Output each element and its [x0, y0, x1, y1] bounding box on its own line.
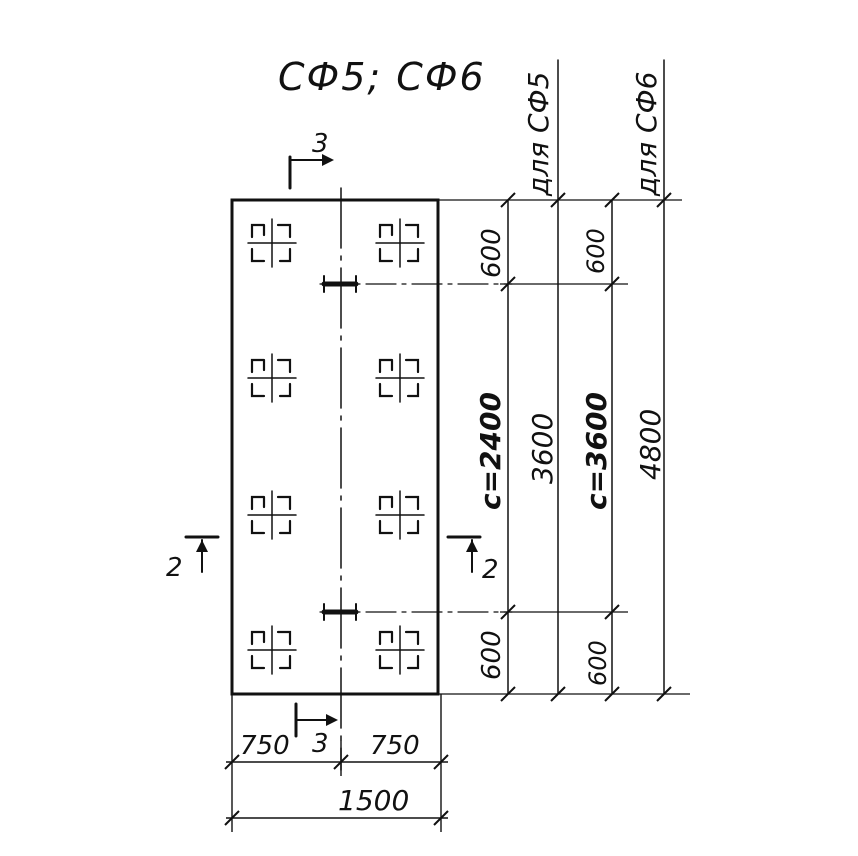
section-marker-3-bottom: 3	[294, 702, 338, 759]
dim-4800: 4800	[634, 409, 667, 480]
svg-text:2: 2	[482, 555, 499, 585]
drawing-title: СФ5; СФ6	[278, 55, 486, 99]
svg-text:3: 3	[312, 729, 329, 759]
anchor-r2-right	[374, 352, 426, 404]
anchor-r4-right	[374, 624, 426, 676]
col-label-sf5: для СФ5	[522, 72, 555, 197]
dim-c3600: c=3600	[580, 392, 613, 510]
dim-1500: 1500	[338, 784, 409, 817]
anchor-r4-left	[246, 624, 298, 676]
dim-top-600-a: 600	[477, 228, 507, 278]
dim-c2400: c=2400	[474, 392, 507, 510]
dim-top-600-b: 600	[582, 228, 610, 274]
svg-text:3: 3	[312, 129, 329, 159]
dim-3600: 3600	[526, 413, 559, 484]
dim-bottom-600-a: 600	[477, 630, 507, 680]
anchor-r3-right	[374, 489, 426, 541]
anchor-r3-left	[246, 489, 298, 541]
anchor-r1-right	[374, 217, 426, 269]
dimension-chain-sf6	[604, 59, 672, 702]
section-marker-2-left: 2	[166, 535, 220, 583]
dim-bottom-600-b: 600	[584, 640, 612, 686]
embedded-part-top	[321, 275, 359, 293]
dimension-chain-sf5	[500, 59, 566, 702]
section-marker-3-top: 3	[288, 129, 334, 190]
col-label-sf6: для СФ6	[630, 72, 663, 197]
anchor-r1-left	[246, 217, 298, 269]
section-marker-2-right: 2	[446, 535, 499, 585]
plate-outline	[230, 198, 440, 696]
dim-750-right: 750	[370, 731, 420, 761]
bottom-dimension-lines	[224, 694, 449, 832]
embedded-part-bottom	[321, 603, 359, 621]
dimension-extensions	[438, 199, 690, 695]
svg-text:2: 2	[166, 553, 183, 583]
dim-750-left: 750	[240, 731, 290, 761]
anchor-r2-left	[246, 352, 298, 404]
